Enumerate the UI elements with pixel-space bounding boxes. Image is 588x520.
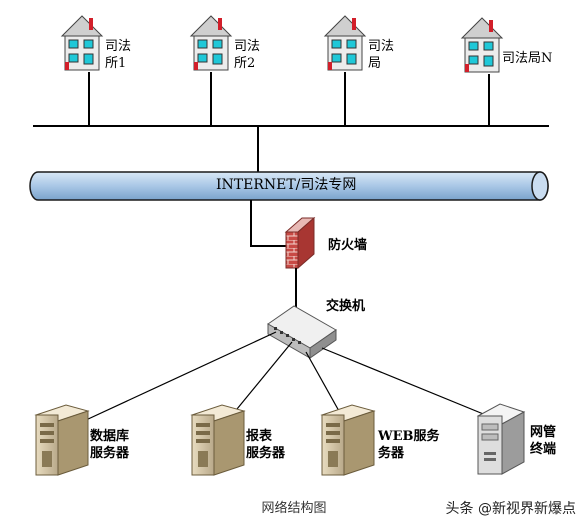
label-office1: 司法 所1 xyxy=(105,39,132,71)
house-icon-office1 xyxy=(60,15,104,71)
house-icon-bureau xyxy=(323,15,367,71)
firewall-icon xyxy=(284,216,316,270)
label-firewall: 防火墙 xyxy=(328,238,368,253)
label-mgmt-terminal: 网管 终端 xyxy=(530,425,557,457)
label-bureauN: 司法局N xyxy=(502,51,553,66)
backbone-label: INTERNET/司法专网 xyxy=(216,177,357,193)
label-web-server: WEB服务 务器 xyxy=(378,429,440,461)
label-db-server: 数据库 服务器 xyxy=(90,429,130,461)
house-icon-bureauN xyxy=(460,17,504,73)
watermark: 头条 @新视界新爆点 xyxy=(445,501,576,517)
label-bureau: 司法 局 xyxy=(368,39,395,71)
label-report-server: 报表 服务器 xyxy=(246,429,286,461)
backbone-pipe xyxy=(29,171,549,201)
label-switch: 交换机 xyxy=(326,299,366,314)
diagram-caption: 网络结构图 xyxy=(261,501,327,516)
house-icon-office2 xyxy=(189,15,233,71)
server-icon-database xyxy=(34,404,90,476)
house-drop-lines xyxy=(88,72,490,126)
backbone-to-firewall-line xyxy=(250,200,290,247)
switch-links xyxy=(85,331,499,421)
terminal-icon xyxy=(476,403,526,475)
switch-icon xyxy=(267,305,337,359)
label-office2: 司法 所2 xyxy=(234,39,261,71)
server-icon-report xyxy=(190,404,246,476)
server-icon-web xyxy=(320,404,376,476)
